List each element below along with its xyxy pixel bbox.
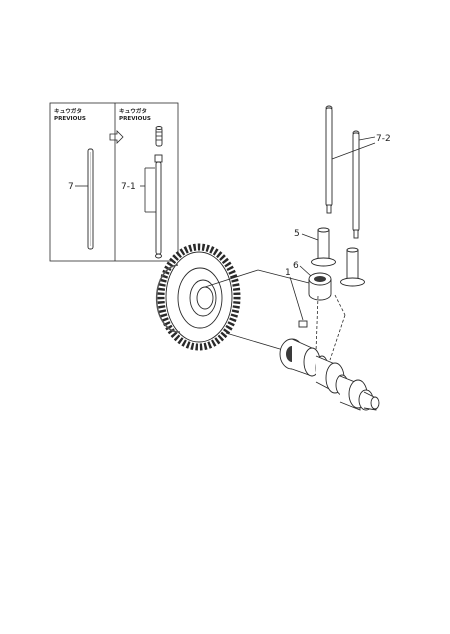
label-6: 6 <box>293 261 299 271</box>
pushrod-left <box>325 105 333 214</box>
label-7: 7 <box>68 182 74 192</box>
pushrod-new-body <box>154 154 163 259</box>
previous-right-en: PREVIOUS <box>119 116 151 122</box>
previous-left-en: PREVIOUS <box>54 116 86 122</box>
bushing <box>308 272 332 301</box>
previous-left-jp: キュウガタ <box>54 107 82 115</box>
label-7-2: 7-2 <box>376 134 391 144</box>
tappet-left <box>311 227 336 267</box>
label-7-1: 7-1 <box>121 182 136 192</box>
pushrod-right <box>352 130 360 239</box>
cam-gear <box>155 243 241 351</box>
tappet-right <box>340 247 365 287</box>
woodruff-key <box>298 320 308 328</box>
camshaft <box>279 338 380 411</box>
pushrod-new-top <box>155 126 163 147</box>
arrow-right-icon <box>109 130 124 144</box>
label-5: 5 <box>294 229 300 239</box>
previous-version-inset: キュウガタ PREVIOUS キュウガタ PREVIOUS 7 <box>49 102 179 262</box>
previous-right-jp: キュウガタ <box>119 107 147 115</box>
pushrod-old <box>87 148 94 250</box>
label-1: 1 <box>285 268 291 278</box>
